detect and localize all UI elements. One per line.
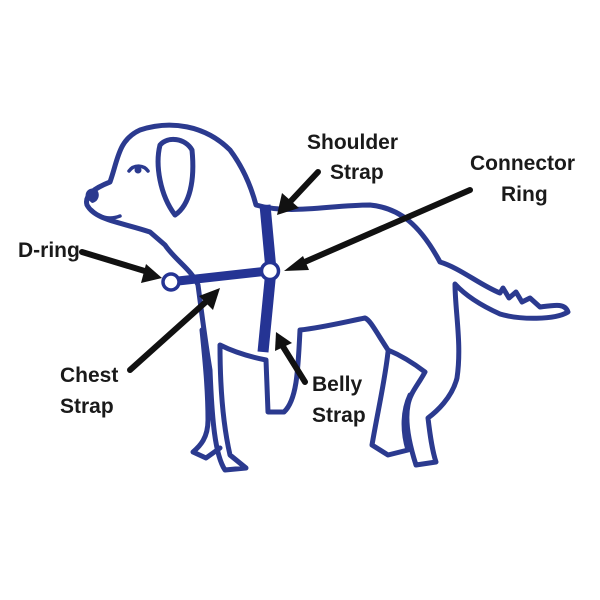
connector-ring-label-line2: Ring	[501, 183, 548, 206]
chest-strap-label-line2: Strap	[60, 395, 114, 418]
connector-ring-label-line1: Connector	[470, 152, 575, 175]
hind-leg-back-outline	[369, 349, 413, 458]
chest-strap-label-line1: Chest	[60, 364, 118, 387]
belly-strap-label-line1: Belly	[312, 373, 363, 396]
d-ring	[161, 272, 181, 292]
d-ring-arrowhead	[141, 264, 162, 283]
belly-strap-band	[257, 269, 277, 353]
belly-strap-arrow	[279, 342, 308, 385]
belly-strap-label-line2: Strap	[312, 404, 366, 427]
dog-body-outline	[84, 122, 571, 473]
connector-ring-arrow	[297, 187, 473, 267]
connector-ring-arrowhead	[284, 256, 309, 271]
front-leg-back-outline	[190, 327, 223, 461]
chest-strap-arrowhead	[199, 288, 220, 310]
dog-eye	[127, 164, 150, 173]
connector-ring	[259, 260, 281, 282]
shoulder-strap-label-line1: Shoulder	[307, 131, 398, 154]
chest-strap-band	[177, 266, 269, 286]
shoulder-strap-arrowhead	[277, 193, 299, 215]
dog-outline	[84, 122, 571, 473]
harness	[161, 204, 281, 353]
callout-labels: Shoulder Strap Connector Ring D-ring Che…	[18, 131, 575, 427]
dog-eye-pupil	[134, 166, 142, 174]
dog-nose	[85, 188, 99, 203]
d-ring-label: D-ring	[18, 239, 80, 262]
belly-strap-arrowhead	[275, 332, 292, 351]
dog-mouth	[90, 208, 122, 220]
shoulder-strap-band	[259, 204, 277, 271]
chest-strap-arrow	[127, 297, 211, 373]
dog-ear-outline	[155, 136, 196, 218]
d-ring-arrow	[79, 249, 151, 275]
shoulder-strap-label-line2: Strap	[330, 161, 384, 184]
shoulder-strap-arrow	[286, 169, 321, 206]
pointer-arrows	[79, 169, 473, 385]
